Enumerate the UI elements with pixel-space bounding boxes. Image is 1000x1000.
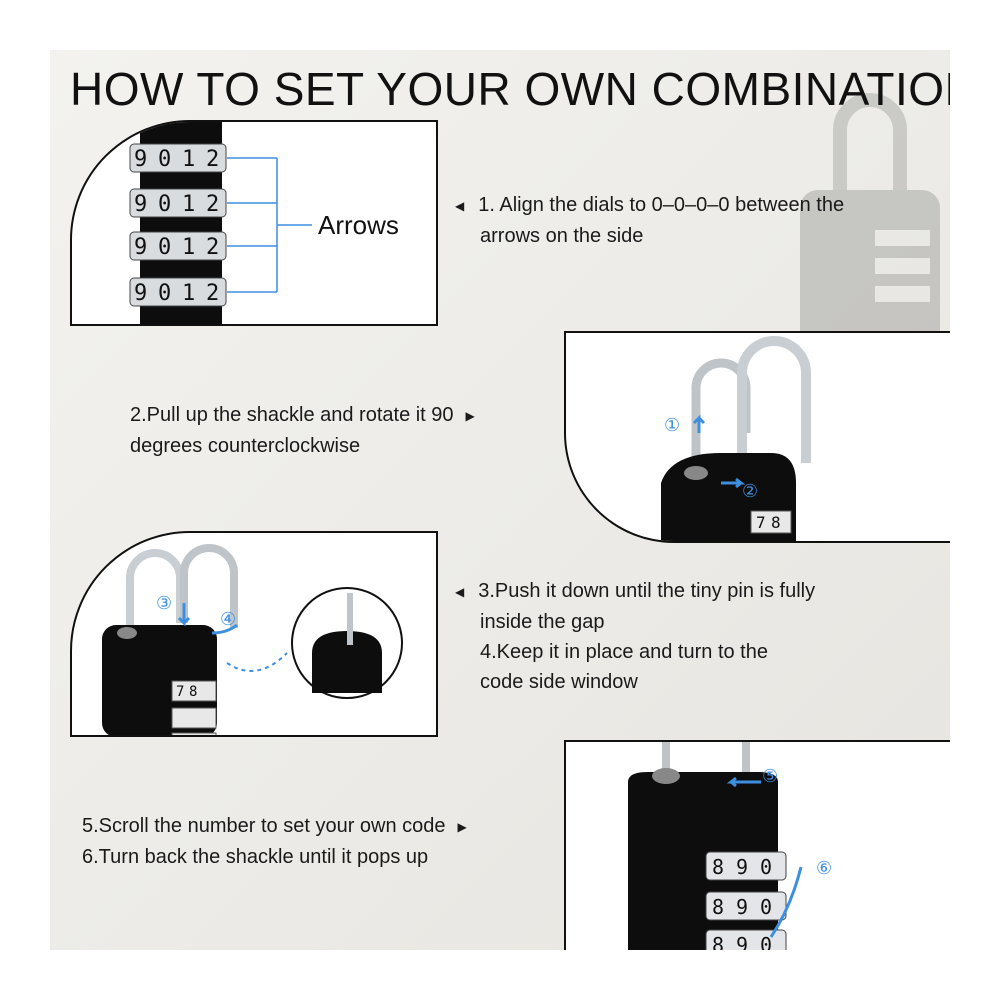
code-digit: 9 — [736, 933, 748, 950]
dial-row — [129, 277, 227, 307]
dial-row — [129, 231, 227, 261]
dial-digit: 2 — [206, 281, 219, 306]
dial-digit: 0 — [158, 147, 171, 172]
blue-arrow-icon — [769, 866, 803, 938]
arrows-label: Arrows — [318, 210, 399, 240]
code-digit: 0 — [760, 933, 772, 950]
blue-arrow-icon — [726, 776, 761, 788]
blue-arrow-icon — [211, 623, 238, 635]
dial-digit: 1 — [182, 192, 195, 217]
step-5-line: 5.Scroll the number to set your own code — [82, 815, 446, 837]
dial-row — [129, 143, 227, 173]
step-5-6-text: 5.Scroll the number to set your own code… — [82, 811, 467, 872]
marker-4: ④ — [220, 609, 237, 630]
dial-digit: 9 — [134, 147, 147, 172]
dial-digit: 1 — [182, 235, 195, 260]
push-turn-illustration: 7 8 — [102, 544, 403, 735]
step-4-line-2: code side window — [480, 670, 638, 693]
code-digit: 0 — [760, 855, 772, 879]
code-row — [705, 851, 787, 881]
step-6-line: 6.Turn back the shackle until it pops up — [82, 845, 429, 868]
code-row — [705, 891, 787, 921]
dial-digit: 0 — [158, 192, 171, 217]
dial-digit: 2 — [206, 147, 219, 172]
step-3-line-1: 3.Push it down until the tiny pin is ful… — [478, 580, 816, 602]
step-3-line-2: inside the gap — [480, 610, 605, 633]
window-digit: 7 — [176, 684, 184, 700]
window-digit: 8 — [189, 684, 197, 700]
blue-arrow-icon — [692, 414, 706, 433]
triangle-left-icon: ◀ — [455, 584, 465, 599]
code-digit: 0 — [760, 895, 772, 919]
dial-row — [129, 188, 227, 218]
code-digit: 8 — [712, 855, 724, 879]
dial-digit: 1 — [182, 147, 195, 172]
step-2-text: 2.Pull up the shackle and rotate it 90▶ … — [130, 400, 475, 461]
step-4-line-1: 4.Keep it in place and turn to the — [480, 640, 768, 663]
blue-arrow-icon — [721, 477, 746, 489]
triangle-left-icon: ◀ — [455, 198, 465, 213]
dial-digit: 9 — [134, 235, 147, 260]
shackle-lift-illustration: 7 8 — [661, 336, 811, 541]
step-2-line-1: 2.Pull up the shackle and rotate it 90 — [130, 404, 454, 426]
marker-1: ① — [664, 415, 681, 436]
code-row — [705, 929, 787, 950]
triangle-right-icon: ▶ — [465, 408, 475, 423]
code-digit: 9 — [736, 895, 748, 919]
dial-digit: 2 — [206, 235, 219, 260]
marker-5: ⑤ — [762, 766, 779, 787]
dial-digit: 9 — [134, 192, 147, 217]
marker-2: ② — [742, 481, 759, 502]
window-digit: 8 — [771, 513, 781, 532]
code-digit: 9 — [736, 855, 748, 879]
step-3-4-text: ◀ 3.Push it down until the tiny pin is fu… — [455, 576, 815, 697]
push-turn-panel: 7 8 ③ ④ — [70, 531, 438, 737]
step-2-line-2: degrees counterclockwise — [130, 434, 361, 457]
shackle-lift-panel: 7 8 ① ② — [564, 331, 950, 543]
blue-arrow-icon — [177, 603, 191, 627]
background-lock-icon — [800, 93, 940, 370]
dial-digit: 0 — [158, 235, 171, 260]
dial-digit: 9 — [134, 281, 147, 306]
step-1-line-1: 1. Align the dials to 0–0–0–0 between th… — [478, 194, 845, 216]
dotted-arrow-icon — [226, 652, 288, 672]
step-1-line-2: arrows on the side — [480, 224, 644, 247]
dial-digit: 1 — [182, 281, 195, 306]
window-digit: 7 — [756, 513, 766, 532]
triangle-right-icon: ▶ — [457, 819, 467, 834]
code-digit: 8 — [712, 933, 724, 950]
step-1-text: ◀ 1. Align the dials to 0–0–0–0 between t… — [455, 190, 844, 251]
code-digit: 8 — [712, 895, 724, 919]
dial-digit: 0 — [158, 281, 171, 306]
marker-3: ③ — [156, 593, 173, 614]
marker-6: ⑥ — [816, 858, 833, 879]
dial-digit: 2 — [206, 192, 219, 217]
page-title: HOW TO SET YOUR OWN COMBINATION — [70, 63, 950, 115]
